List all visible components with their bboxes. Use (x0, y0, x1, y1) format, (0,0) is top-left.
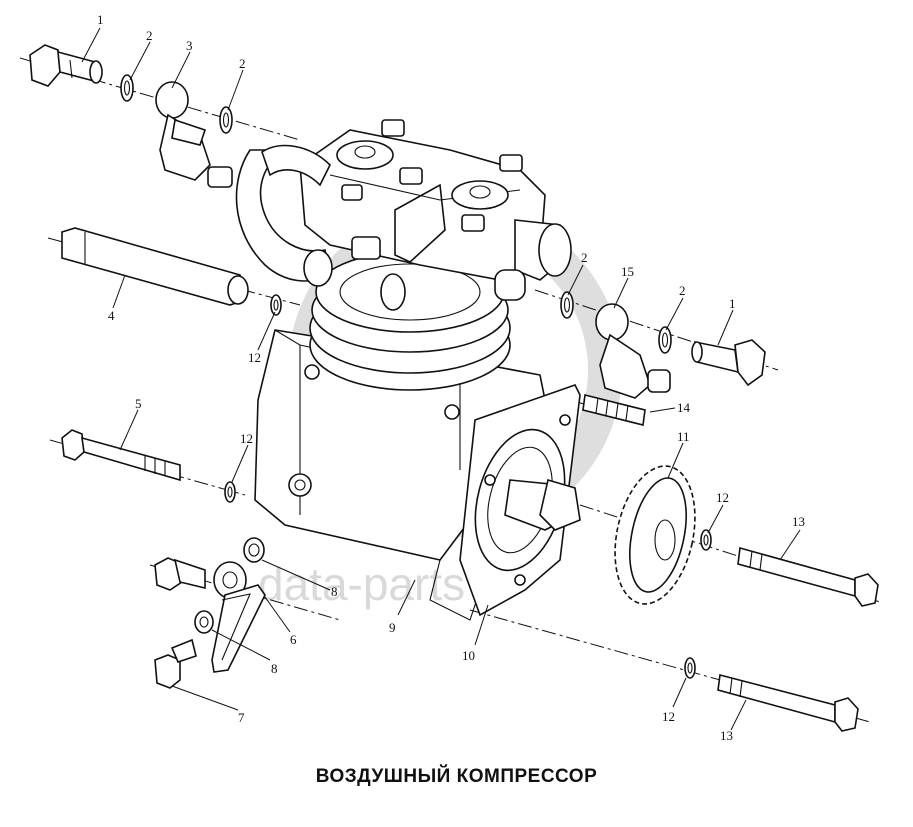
banjo-fitting-3 (155, 81, 233, 188)
gear-11 (614, 465, 696, 605)
callout-9: 9 (389, 620, 396, 635)
diagram-caption: ВОЗДУШНЫЙ КОМПРЕССОР (315, 766, 598, 787)
oil-line-6 (211, 561, 266, 673)
bolt-7 (154, 638, 197, 689)
stud-14 (582, 394, 646, 426)
banjo-fitting-15 (595, 303, 671, 399)
washer-8-b (194, 610, 214, 634)
callout-13-lower: 13 (720, 728, 733, 743)
callout-2-c: 2 (581, 250, 588, 265)
callout-2-d: 2 (679, 283, 686, 298)
callout-2-b: 2 (239, 56, 246, 71)
washer-2-d (658, 326, 672, 354)
washer-12-c (700, 529, 712, 551)
callout-1-upper: 1 (97, 12, 104, 27)
washer-2-c (560, 291, 574, 319)
callout-8-a: 8 (331, 584, 338, 599)
tube-4 (61, 227, 249, 306)
washer-12-d (684, 657, 696, 679)
callout-15: 15 (621, 264, 634, 279)
callout-10: 10 (462, 648, 475, 663)
washer-12-a (270, 294, 282, 316)
callout-4: 4 (108, 308, 115, 323)
callout-14: 14 (677, 400, 691, 415)
callout-12-c: 12 (716, 490, 729, 505)
callout-2-a: 2 (146, 28, 153, 43)
callout-13-upper: 13 (792, 514, 805, 529)
callout-12-a: 12 (248, 350, 261, 365)
banjo-bolt-upper (29, 44, 103, 87)
callout-7: 7 (238, 710, 245, 725)
callout-1-right: 1 (729, 296, 736, 311)
leader-lines (81, 27, 801, 731)
banjo-bolt-lower (154, 557, 206, 591)
washer-2-b (219, 106, 233, 134)
banjo-bolt-right (691, 339, 766, 387)
callout-12-d: 12 (662, 709, 675, 724)
bolt-5 (61, 429, 181, 482)
watermark-text: data-parts (258, 558, 465, 610)
callout-11: 11 (677, 429, 690, 444)
callout-labels: 1 2 3 2 4 12 2 15 2 1 14 5 12 11 12 13 8… (97, 12, 805, 743)
bolt-13-lower (717, 673, 859, 732)
callout-6: 6 (290, 632, 297, 647)
callout-3: 3 (186, 38, 193, 53)
compressor-body (235, 119, 581, 621)
bolt-13-upper (737, 546, 879, 607)
washer-8-a (243, 537, 265, 563)
callout-8-b: 8 (271, 661, 278, 676)
callout-5: 5 (135, 396, 142, 411)
callout-12-b: 12 (240, 431, 253, 446)
washer-2-a (120, 74, 134, 102)
washer-12-b (224, 481, 236, 503)
